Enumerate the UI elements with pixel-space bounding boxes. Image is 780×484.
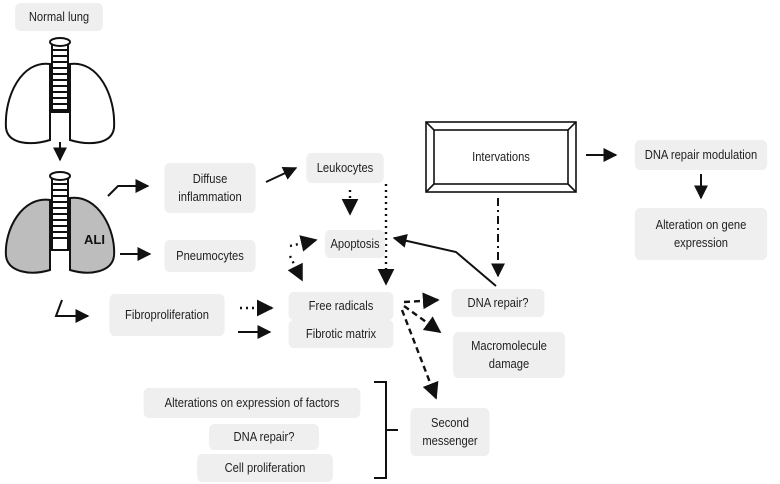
second-messenger-box: Second messenger [410, 408, 490, 456]
dna-repair-question-box: DNA repair? [451, 289, 545, 317]
interventions-frame [425, 121, 577, 193]
normal-lung-label: Normal lung [15, 3, 103, 31]
arrow-freeradicals-to-dnarepair [403, 292, 440, 310]
dna-repair-modulation-box: DNA repair modulation [634, 140, 768, 170]
leukocytes-box: Leukocytes [306, 153, 384, 183]
arrow-ali-to-inflammation [107, 179, 150, 197]
interventions-box: Intervations [445, 132, 557, 182]
free-radicals-box: Free radicals [288, 292, 394, 320]
ali-lung-icon [4, 171, 116, 274]
grouping-bracket [374, 381, 398, 479]
fibrotic-matrix-box: Fibrotic matrix [288, 320, 394, 348]
arrow-ali-to-fibroproliferation [54, 299, 90, 323]
arrow-dnarepair-to-apoptosis [392, 233, 497, 287]
ali-label: ALI [84, 232, 105, 247]
arrow-inflammation-to-leukocytes [265, 166, 298, 183]
dna-repair-question-box-2: DNA repair? [208, 424, 320, 450]
alterations-factors-box: Alterations on expression of factors [143, 388, 361, 418]
apoptosis-box: Apoptosis [324, 230, 386, 258]
alteration-gene-expression-box: Alteration on gene expression [634, 208, 768, 260]
diffuse-inflammation-box: Diffuse inflammation [164, 163, 256, 213]
pneumocytes-box: Pneumocytes [164, 240, 256, 272]
normal-lung-icon [4, 37, 116, 145]
cell-proliferation-box: Cell proliferation [197, 454, 333, 482]
macromolecule-damage-box: Macromolecule damage [453, 332, 565, 378]
arrow-freeradicals-to-macromolecule [403, 305, 442, 333]
arrow-freeradicals-to-secondmessenger [400, 309, 439, 400]
arrow-pneumocytes-to-freeradicals [287, 255, 304, 282]
fibroproliferation-box: Fibroproliferation [109, 294, 225, 336]
arrow-pneumocytes-to-apoptosis [289, 235, 318, 252]
